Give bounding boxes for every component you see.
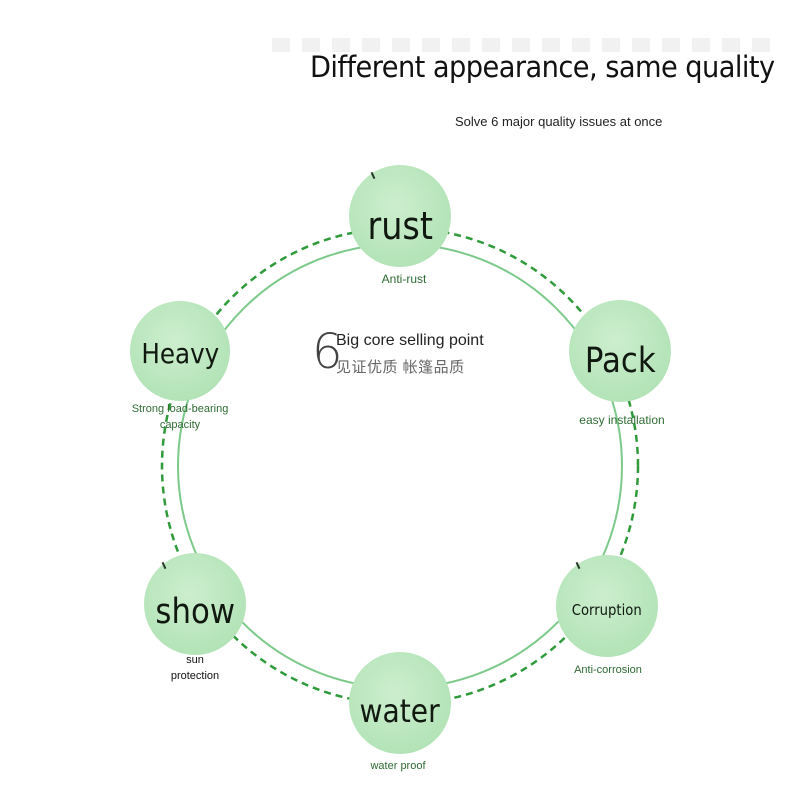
node-heavy-caption-line2: capacity xyxy=(159,419,201,431)
node-water-caption: water proof xyxy=(370,760,426,772)
node-corruption-label: Corruption xyxy=(572,601,642,619)
faint-header-strip xyxy=(272,38,772,52)
node-pack-caption: easy installation xyxy=(579,413,665,427)
node-heavy: Heavy xyxy=(130,301,230,401)
node-corruption-caption: Anti-corrosion xyxy=(574,664,642,676)
center-number: 6 xyxy=(312,324,343,380)
node-rust-caption: Anti-rust xyxy=(381,272,427,286)
page-subtitle: Solve 6 major quality issues at once xyxy=(455,114,663,129)
node-corruption: Corruption xyxy=(556,555,658,657)
page-title: Different appearance, same quality xyxy=(310,50,775,84)
node-water: water xyxy=(349,652,451,754)
node-rust-label: rust xyxy=(367,204,433,248)
center-headline: Big core selling point xyxy=(336,332,484,349)
node-heavy-label: Heavy xyxy=(141,336,219,370)
node-pack-label: Pack xyxy=(584,341,656,381)
node-pack: Pack xyxy=(569,300,671,402)
inner-solid-ring xyxy=(177,243,623,689)
node-show-label: show xyxy=(155,592,235,632)
node-show: show xyxy=(144,553,246,655)
node-water-label: water xyxy=(359,692,441,730)
node-show-caption-line2: protection xyxy=(170,670,220,682)
node-show-caption-line1: sun xyxy=(186,654,204,666)
node-rust: rust xyxy=(349,165,451,267)
node-heavy-caption-line1: Strong load-bearing xyxy=(131,403,229,415)
center-tagline: 见证优质 帐篷品质 xyxy=(336,359,465,376)
